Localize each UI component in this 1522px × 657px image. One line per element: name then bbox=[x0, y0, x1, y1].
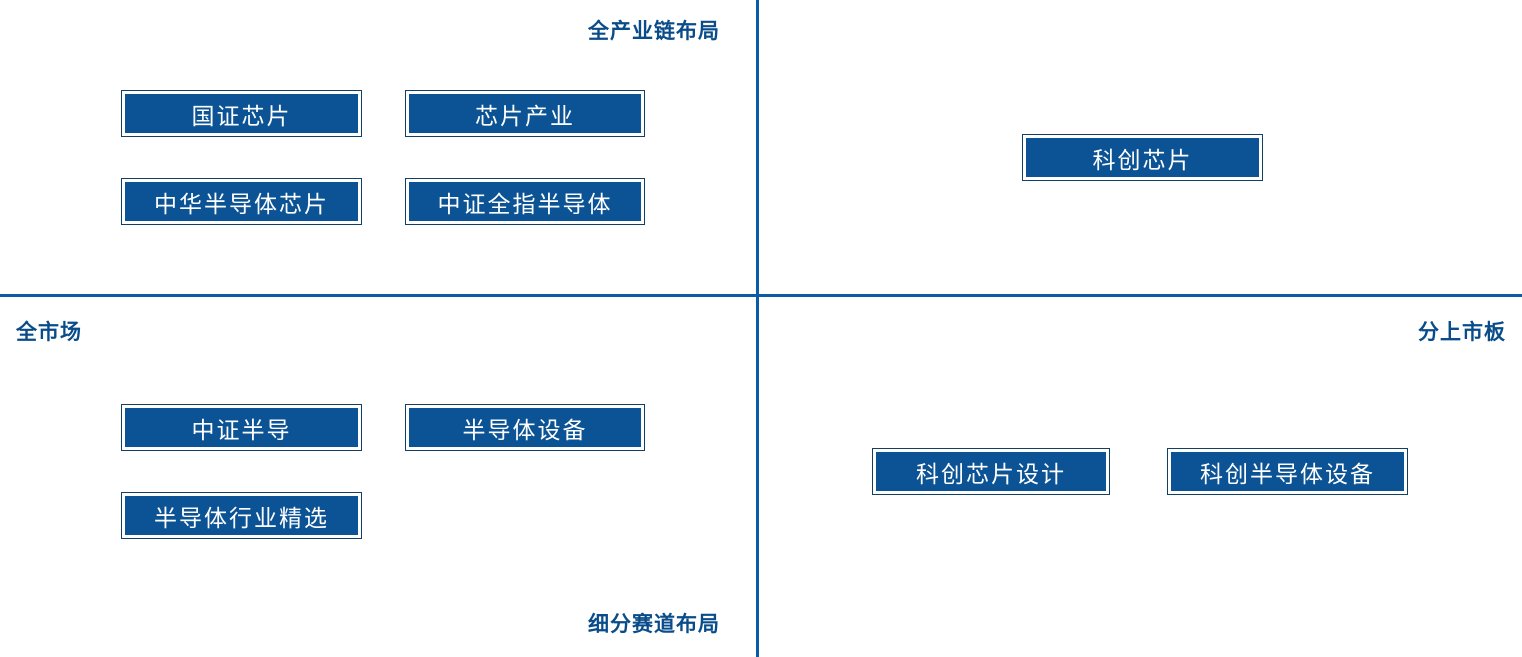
index-box-kechuang-bandaoti-shebei[interactable]: 科创半导体设备 bbox=[1167, 448, 1408, 495]
axis-label-right: 分上市板 bbox=[1418, 321, 1506, 344]
index-box-zhongzheng-bandao[interactable]: 中证半导 bbox=[121, 404, 362, 451]
index-box-guozheng-xinpian[interactable]: 国证芯片 bbox=[121, 90, 362, 137]
index-box-bandaoti-hangye-jingxuan[interactable]: 半导体行业精选 bbox=[121, 492, 362, 539]
axis-label-bottom: 细分赛道布局 bbox=[588, 613, 720, 636]
index-box-bandaoti-shebei[interactable]: 半导体设备 bbox=[405, 404, 645, 451]
vertical-axis-line bbox=[756, 0, 759, 657]
index-box-kechuang-xinpian-sheji[interactable]: 科创芯片设计 bbox=[872, 448, 1110, 495]
index-box-zhonghua-bandaoti-xinpian[interactable]: 中华半导体芯片 bbox=[121, 178, 362, 225]
axis-label-left: 全市场 bbox=[16, 321, 82, 344]
index-box-xinpian-chanye[interactable]: 芯片产业 bbox=[405, 90, 645, 137]
horizontal-axis-line bbox=[0, 294, 1522, 297]
index-box-zhongzheng-quanzhi-bandaoti[interactable]: 中证全指半导体 bbox=[405, 178, 645, 225]
index-box-kechuang-xinpian[interactable]: 科创芯片 bbox=[1022, 134, 1263, 181]
axis-label-top: 全产业链布局 bbox=[588, 20, 720, 43]
